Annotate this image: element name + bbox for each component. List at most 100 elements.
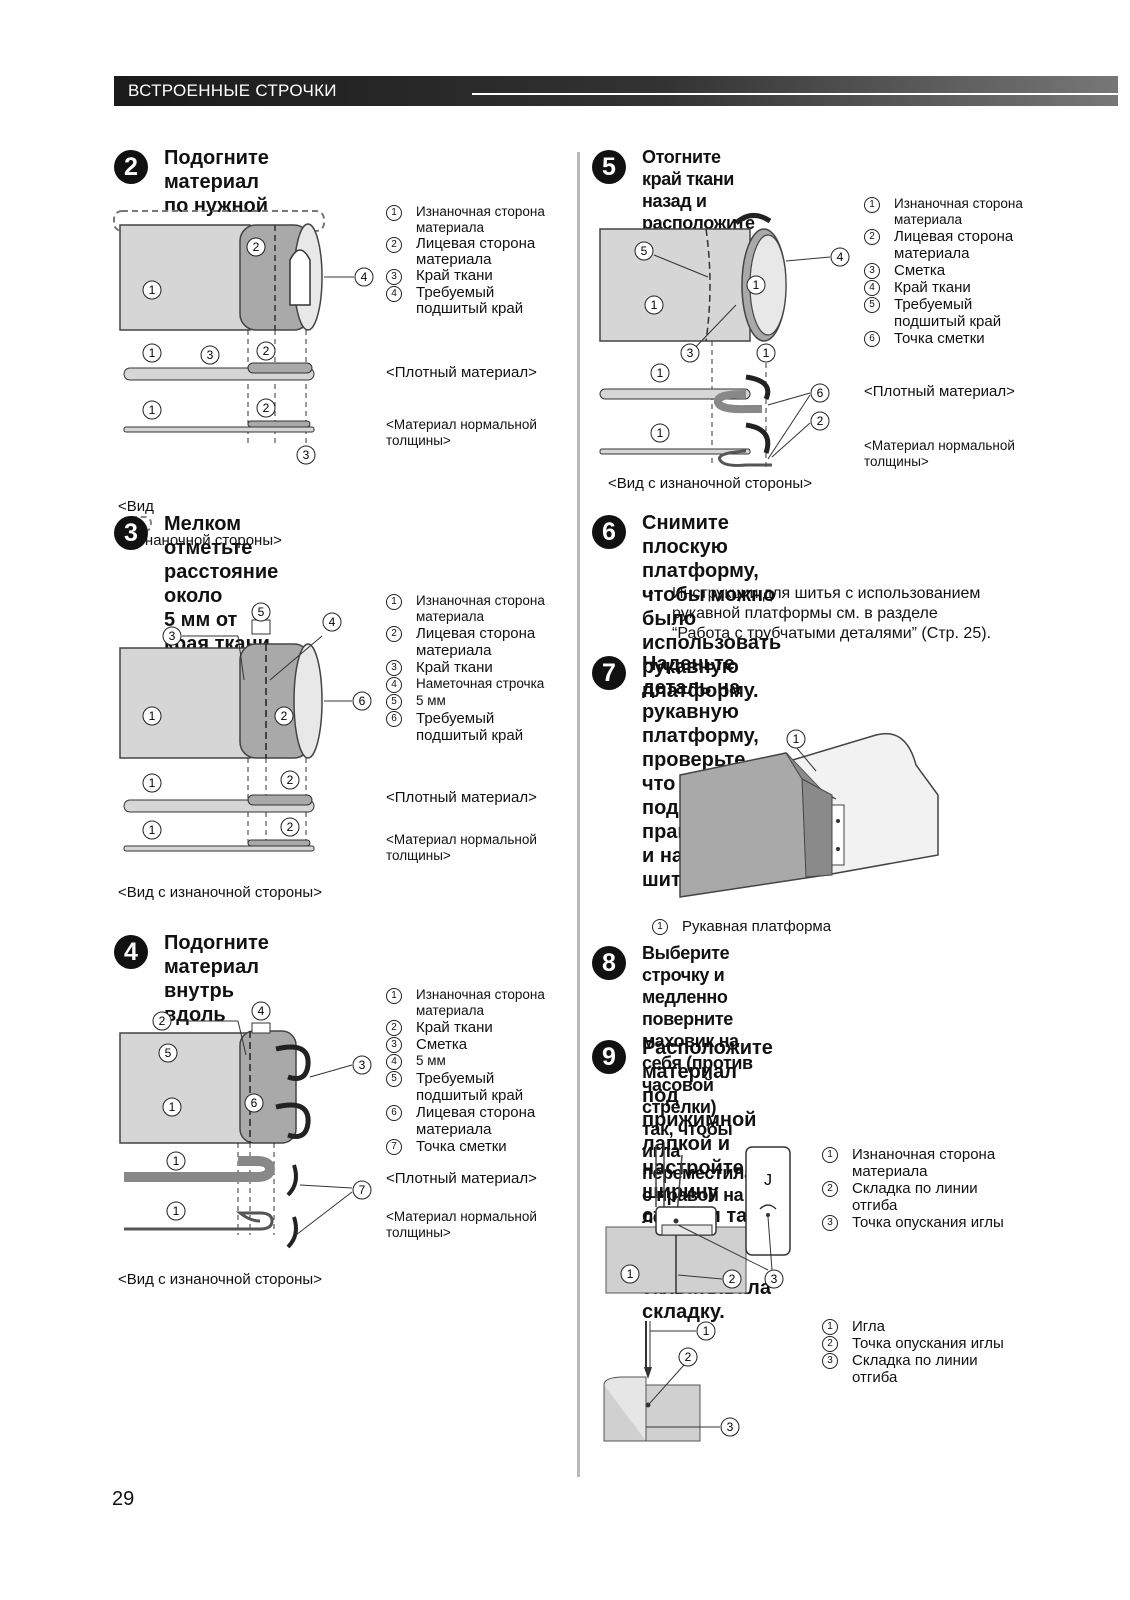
svg-text:2: 2 [253, 240, 260, 254]
header-rule [472, 93, 1118, 95]
svg-text:3: 3 [207, 348, 214, 362]
view-label: <Вид с изнаночной стороны> [118, 884, 322, 901]
page-number: 29 [112, 1488, 135, 1510]
svg-text:5: 5 [165, 1046, 172, 1060]
step-number-badge: 7 [592, 656, 626, 690]
view-indicator [113, 210, 325, 232]
svg-text:2: 2 [685, 1350, 692, 1364]
svg-text:1: 1 [627, 1267, 634, 1281]
svg-text:6: 6 [359, 694, 366, 708]
step-number-badge: 8 [592, 946, 626, 980]
svg-text:2: 2 [281, 709, 288, 723]
svg-text:1: 1 [651, 298, 658, 312]
hem-fold-press-figure: 4 2 1 1 3 2 1 2 3 [113, 210, 374, 465]
bullet-icon: • [648, 585, 654, 602]
section-header: ВСТРОЕННЫЕ СТРОЧКИ [114, 76, 1118, 106]
svg-text:1: 1 [703, 1324, 710, 1338]
svg-text:7: 7 [359, 1183, 366, 1197]
step-number-badge: 6 [592, 515, 626, 549]
foot-letter: J [764, 1172, 772, 1189]
thick-material-label: <Плотный материал> [386, 1170, 537, 1187]
free-arm-figure: 1 [679, 729, 939, 898]
svg-text:6: 6 [817, 386, 824, 400]
normal-material-label: <Материал нормальной толщины> [386, 417, 537, 448]
svg-text:2: 2 [287, 773, 294, 787]
svg-text:2: 2 [729, 1272, 736, 1286]
svg-text:2: 2 [817, 414, 824, 428]
svg-text:1: 1 [173, 1154, 180, 1168]
thick-material-label: <Плотный материал> [386, 789, 537, 806]
svg-text:4: 4 [361, 270, 368, 284]
fold-back-figure: 5 1 1 4 3 1 1 6 1 2 [599, 213, 850, 467]
svg-text:1: 1 [657, 366, 664, 380]
svg-text:3: 3 [727, 1420, 734, 1434]
svg-text:1: 1 [149, 776, 156, 790]
svg-text:1: 1 [169, 1100, 176, 1114]
svg-text:1: 1 [173, 1204, 180, 1218]
view-label: <Вид с изнаночной стороны> [608, 475, 812, 492]
step-number-badge: 4 [114, 935, 148, 969]
svg-text:1: 1 [149, 709, 156, 723]
svg-text:1: 1 [763, 346, 770, 360]
svg-text:1: 1 [149, 823, 156, 837]
normal-material-label: <Материал нормальной толщины> [864, 438, 1015, 469]
fold-along-basting-figure: 2 4 5 3 1 6 1 1 7 [119, 1001, 372, 1249]
svg-text:1: 1 [657, 426, 664, 440]
baste-hem-figure: 3 5 4 6 1 2 1 2 1 2 [119, 602, 372, 852]
presser-foot-figure: J 1 2 3 [605, 1145, 791, 1294]
svg-text:2: 2 [159, 1014, 166, 1028]
step-title: Снимите плоскую платформу, чтобы можно б… [642, 512, 782, 702]
view-label: <Вид с изнаночной стороны> [118, 1271, 322, 1288]
svg-text:4: 4 [329, 615, 336, 629]
svg-text:4: 4 [837, 250, 844, 264]
svg-text:4: 4 [258, 1004, 265, 1018]
needle-drop-figure: 1 2 3 [603, 1321, 740, 1442]
svg-text:5: 5 [641, 244, 648, 258]
svg-text:1: 1 [149, 403, 156, 417]
column-divider [577, 152, 580, 1477]
step-number-badge: 5 [592, 150, 626, 184]
fabric-tube [119, 224, 251, 331]
section-title: ВСТРОЕННЫЕ СТРОЧКИ [128, 81, 337, 100]
svg-text:3: 3 [687, 346, 694, 360]
svg-text:3: 3 [303, 448, 310, 462]
svg-text:6: 6 [251, 1096, 258, 1110]
view-label: <Вид с изнаночной стороны> [118, 498, 282, 550]
iron-icon [289, 249, 311, 306]
svg-text:1: 1 [793, 732, 800, 746]
step-number-badge: 3 [114, 516, 148, 550]
svg-text:2: 2 [287, 820, 294, 834]
normal-material-label: <Материал нормальной толщины> [386, 1209, 537, 1240]
